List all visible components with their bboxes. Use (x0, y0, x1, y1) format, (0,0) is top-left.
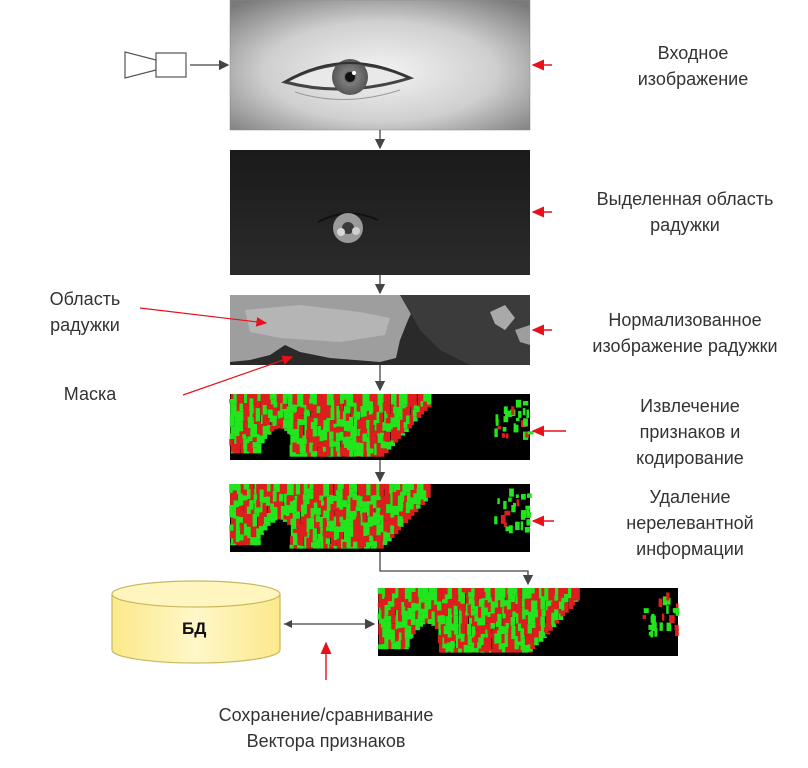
camera-icon (124, 51, 187, 79)
red-arrow-iris-area (139, 307, 268, 327)
label-removal-line1: Удаление (649, 487, 731, 507)
label-store-line2: Вектора признаков (246, 731, 406, 751)
label-normalized-line1: Нормализованное (608, 310, 762, 330)
arrow-5 (379, 552, 534, 586)
database-label: БД (182, 619, 207, 638)
label-store-line1: Сохранение/сравнивание (218, 705, 434, 725)
normalized-iris-image (230, 295, 530, 365)
label-selected-line2: радужки (650, 215, 720, 235)
cleaned-code-image (229, 484, 532, 552)
database-cylinder (111, 580, 281, 664)
label-normalized-line2: изображение радужки (592, 336, 778, 356)
label-irrelevant-removal: Удаление нерелевантной информации (590, 484, 790, 562)
label-input: Входное изображение (598, 40, 788, 92)
feature-vector-image (377, 588, 680, 656)
label-normalized: Нормализованное изображение радужки (565, 307, 805, 359)
label-features-line1: Извлечение (640, 396, 740, 416)
label-iris-area-line1: Область (49, 289, 121, 309)
label-store-compare: Сохранение/сравнивание Вектора признаков (196, 702, 456, 754)
label-removal-line3: информации (636, 539, 744, 559)
label-removal-line2: нерелевантной (626, 513, 754, 533)
label-input-line1: Входное (657, 43, 729, 63)
label-feature-extraction: Извлечение признаков и кодирование (590, 393, 790, 471)
input-eye-image (229, 0, 531, 131)
feature-code-image (229, 394, 534, 460)
red-arrow-mask (182, 355, 294, 396)
label-selected-region: Выделенная область радужки (565, 186, 805, 238)
label-mask: Маска (40, 381, 140, 407)
label-iris-area: Область радужки (20, 286, 150, 338)
label-features-line2: признаков и (639, 422, 741, 442)
selected-iris-image (230, 150, 530, 275)
label-mask-text: Маска (63, 384, 117, 404)
db-link-head-left (284, 620, 292, 628)
label-selected-line1: Выделенная область (596, 189, 774, 209)
label-features-line3: кодирование (636, 448, 744, 468)
label-iris-area-line2: радужки (50, 315, 120, 335)
label-input-line2: изображение (637, 69, 749, 89)
